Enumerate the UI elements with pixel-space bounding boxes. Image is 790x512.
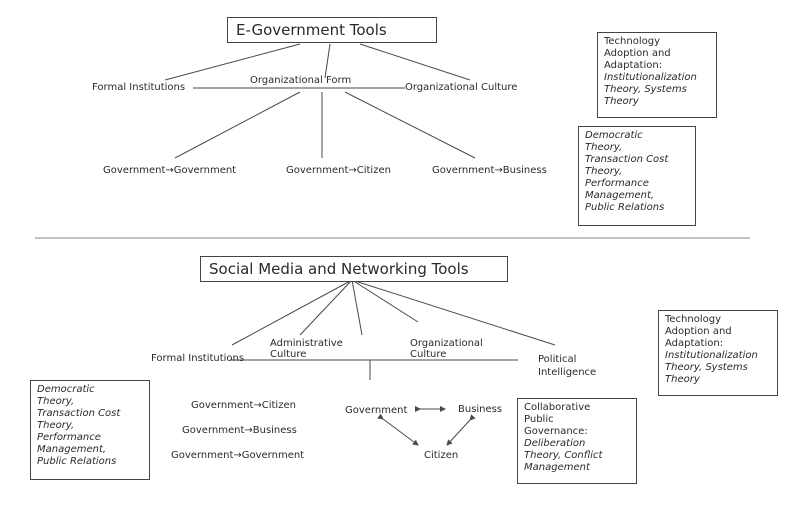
top-box-theory: Democratic Theory, Transaction Cost Theo…	[578, 126, 696, 226]
bottom-node-political-2: Intelligence	[538, 367, 597, 378]
bottom-node-formal: Formal Institutions	[151, 353, 245, 364]
bottom-title-text: Social Media and Networking Tools	[209, 260, 469, 278]
top-box-technology: Technology Adoption and Adaptation: Inst…	[597, 32, 717, 118]
bottom-node-government: Government	[345, 405, 408, 416]
bottom-node-g2g: Government→Government	[171, 450, 305, 461]
bottom-title: Social Media and Networking Tools	[200, 256, 508, 282]
bottom-node-org-culture-1: Organizational	[410, 338, 483, 349]
top-title-text: E-Government Tools	[236, 21, 387, 39]
bottom-node-business: Business	[458, 404, 503, 415]
bottom-node-g2b: Government→Business	[182, 425, 297, 436]
top-line-to-g2b	[344, 91, 476, 159]
top-line-to-g2g	[174, 91, 301, 159]
top-node-organizational-culture: Organizational Culture	[405, 82, 518, 93]
bottom-node-political-1: Political	[538, 354, 577, 365]
bottom-box-technology: Technology Adoption and Adaptation: Inst…	[658, 310, 778, 396]
arrow-gov-citizen	[377, 413, 419, 446]
bottom-line-to-orgculture-b	[351, 279, 419, 323]
bottom-box-theory: Democratic Theory, Transaction Cost Theo…	[30, 380, 150, 480]
top-node-g2g: Government→Government	[103, 165, 237, 176]
top-line-title-formal	[164, 43, 301, 81]
bottom-line-to-admin	[299, 279, 353, 336]
bottom-node-org-culture-2: Culture	[410, 349, 447, 360]
bottom-line-to-political	[351, 279, 556, 346]
bottom-node-admin-culture-1: Administrative	[270, 338, 343, 349]
bottom-box-collaborative: Collaborative Public Governance: Deliber…	[517, 398, 637, 484]
bottom-line-to-orgculture-a	[351, 279, 363, 336]
arrow-business-citizen	[446, 414, 476, 446]
top-node-g2c: Government→Citizen	[286, 165, 391, 176]
top-node-g2b: Government→Business	[432, 165, 547, 176]
top-line-title-orgform	[324, 43, 331, 79]
top-node-organizational-form: Organizational Form	[250, 75, 352, 86]
bottom-node-admin-culture-2: Culture	[270, 349, 307, 360]
top-title: E-Government Tools	[227, 17, 437, 43]
bottom-line-to-formal	[231, 279, 353, 346]
bottom-node-citizen: Citizen	[424, 450, 459, 461]
top-node-formal: Formal Institutions	[92, 82, 186, 93]
bottom-node-g2c: Government→Citizen	[191, 400, 296, 411]
top-line-title-orgculture	[359, 43, 471, 81]
